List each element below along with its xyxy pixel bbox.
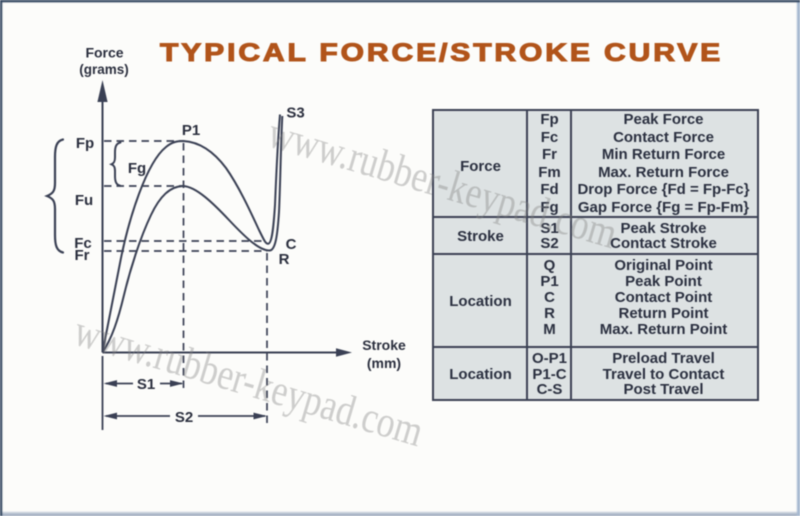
svg-text:R: R — [279, 251, 290, 268]
svg-text:S3: S3 — [286, 105, 304, 122]
svg-text:(mm): (mm) — [367, 355, 401, 371]
svg-text:S1: S1 — [137, 376, 155, 393]
svg-text:Fp: Fp — [76, 135, 94, 152]
svg-text:Stroke: Stroke — [362, 337, 406, 353]
svg-text:Fg: Fg — [128, 160, 146, 177]
svg-text:Force: Force — [85, 45, 123, 61]
svg-text:Fr: Fr — [75, 247, 90, 264]
svg-text:C: C — [286, 236, 297, 253]
svg-text:Fc: Fc — [74, 235, 92, 252]
svg-text:P1: P1 — [182, 122, 200, 139]
svg-text:Fu: Fu — [75, 192, 93, 209]
svg-text:(grams): (grams) — [79, 62, 129, 77]
svg-text:S2: S2 — [175, 409, 193, 426]
